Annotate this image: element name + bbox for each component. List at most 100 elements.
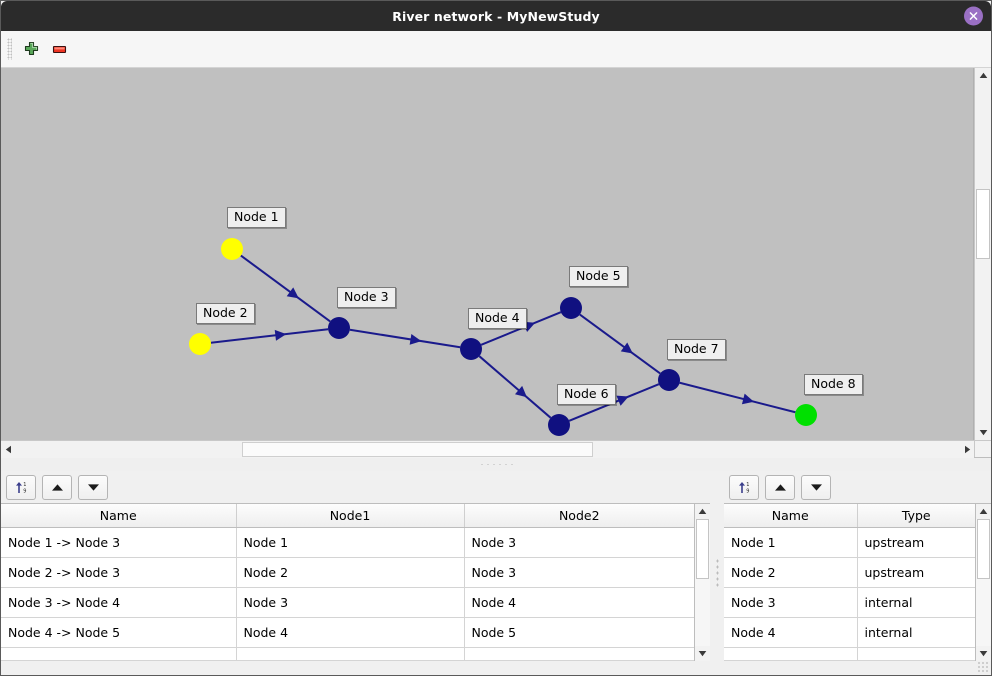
table-cell[interactable]: Node 5 <box>464 617 694 648</box>
table-row[interactable] <box>1 647 694 661</box>
graph-node-label[interactable]: Node 7 <box>667 339 726 360</box>
table-cell[interactable]: Node 1 -> Node 3 <box>1 527 237 558</box>
graph-node[interactable] <box>658 369 680 391</box>
node-scroll-thumb[interactable] <box>977 519 990 580</box>
reach-scroll-thumb[interactable] <box>696 519 709 580</box>
table-cell[interactable]: Node 3 <box>236 587 465 618</box>
graph-vscroll-track[interactable] <box>975 83 991 425</box>
vertical-splitter[interactable] <box>710 471 724 675</box>
table-cell[interactable]: Node 4 <box>724 617 858 648</box>
graph-edge[interactable] <box>478 355 552 419</box>
table-cell[interactable]: Node 3 -> Node 4 <box>1 587 237 618</box>
resize-grip-icon[interactable] <box>977 661 989 673</box>
reach-scroll-down-button[interactable] <box>695 646 710 661</box>
table-cell[interactable] <box>464 647 694 661</box>
reach-move-down-button[interactable] <box>78 474 108 500</box>
table-cell[interactable]: Node 2 -> Node 3 <box>1 557 237 588</box>
reach-move-up-button[interactable] <box>42 474 72 500</box>
table-cell[interactable]: Node 2 <box>724 557 858 588</box>
graph-edge[interactable] <box>240 254 331 323</box>
reach-sort-button[interactable]: 1 9 <box>6 474 36 500</box>
graph-node[interactable] <box>560 297 582 319</box>
table-cell[interactable]: internal <box>857 587 975 618</box>
graph-node[interactable] <box>189 333 211 355</box>
node-move-down-button[interactable] <box>801 474 831 500</box>
graph-node[interactable] <box>795 404 817 426</box>
graph-edge[interactable] <box>349 328 461 349</box>
table-cell[interactable]: Node 3 <box>464 557 694 588</box>
reach-scroll-up-button[interactable] <box>695 504 710 519</box>
table-cell[interactable]: Node 3 <box>724 587 858 618</box>
scroll-right-button[interactable] <box>960 441 974 458</box>
table-cell[interactable]: Node 2 <box>236 557 465 588</box>
node-move-up-button[interactable] <box>765 474 795 500</box>
add-node-button[interactable] <box>17 35 45 63</box>
node-table-scrollbar[interactable] <box>976 503 991 661</box>
graph-edge[interactable] <box>579 313 661 375</box>
table-cell[interactable]: Node 4 <box>236 617 465 648</box>
graph-node[interactable] <box>221 238 243 260</box>
table-cell[interactable] <box>724 647 858 661</box>
graph-node-label[interactable]: Node 1 <box>227 207 286 228</box>
table-cell[interactable]: Node 3 <box>464 527 694 558</box>
column-header[interactable]: Node1 <box>236 504 465 528</box>
node-sort-button[interactable]: 1 9 <box>729 474 759 500</box>
scroll-left-button[interactable] <box>1 441 15 458</box>
close-icon[interactable] <box>964 6 983 26</box>
graph-canvas[interactable]: Node 1 Node 2 Node 3 Node 4 Node 5 Node 6 Node… <box>1 68 974 440</box>
column-header[interactable]: Name <box>724 504 858 528</box>
scroll-up-button[interactable] <box>975 68 991 83</box>
graph-hscroll-track[interactable] <box>15 441 960 458</box>
graph-edge[interactable] <box>210 328 329 344</box>
scroll-down-button[interactable] <box>975 425 991 440</box>
graph-node[interactable] <box>548 414 570 436</box>
reach-panel-footer <box>1 661 710 675</box>
node-scroll-track[interactable] <box>976 519 991 646</box>
table-cell[interactable]: upstream <box>857 527 975 558</box>
graph-node-label[interactable]: Node 5 <box>569 266 628 287</box>
graph-node-label[interactable]: Node 4 <box>468 308 527 329</box>
edge-arrow-icon <box>741 393 754 405</box>
graph-node[interactable] <box>328 317 350 339</box>
graph-horizontal-scrollbar[interactable] <box>1 440 974 458</box>
table-cell[interactable] <box>1 647 237 661</box>
column-header[interactable]: Node2 <box>464 504 694 528</box>
column-header[interactable]: Name <box>1 504 237 528</box>
graph-edge[interactable] <box>679 381 796 414</box>
column-header[interactable]: Type <box>857 504 975 528</box>
graph-vscroll-thumb[interactable] <box>976 189 990 260</box>
table-row[interactable] <box>724 647 975 661</box>
graph-node-label[interactable]: Node 3 <box>337 287 396 308</box>
table-cell[interactable]: Node 1 <box>236 527 465 558</box>
graph-node-label[interactable]: Node 6 <box>557 384 616 405</box>
graph-vertical-scrollbar[interactable] <box>974 68 991 440</box>
table-cell[interactable]: Node 1 <box>724 527 858 558</box>
table-cell[interactable]: Node 4 <box>464 587 694 618</box>
table-cell[interactable]: upstream <box>857 557 975 588</box>
horizontal-splitter[interactable] <box>1 457 991 471</box>
toolbar-drag-handle[interactable] <box>7 38 12 60</box>
table-cell[interactable] <box>857 647 975 661</box>
graph-node-label[interactable]: Node 8 <box>804 374 863 395</box>
table-cell[interactable] <box>236 647 465 661</box>
node-scroll-up-button[interactable] <box>976 504 991 519</box>
reach-table-scrollbar[interactable] <box>695 503 710 661</box>
reach-scroll-track[interactable] <box>695 519 710 646</box>
graph-node[interactable] <box>460 338 482 360</box>
node-scroll-down-button[interactable] <box>976 646 991 661</box>
table-cell[interactable]: Node 4 -> Node 5 <box>1 617 237 648</box>
graph-node-label[interactable]: Node 2 <box>196 303 255 324</box>
graph-hscroll-thumb[interactable] <box>241 442 594 457</box>
remove-node-button[interactable] <box>45 35 73 63</box>
table-cell[interactable]: internal <box>857 617 975 648</box>
